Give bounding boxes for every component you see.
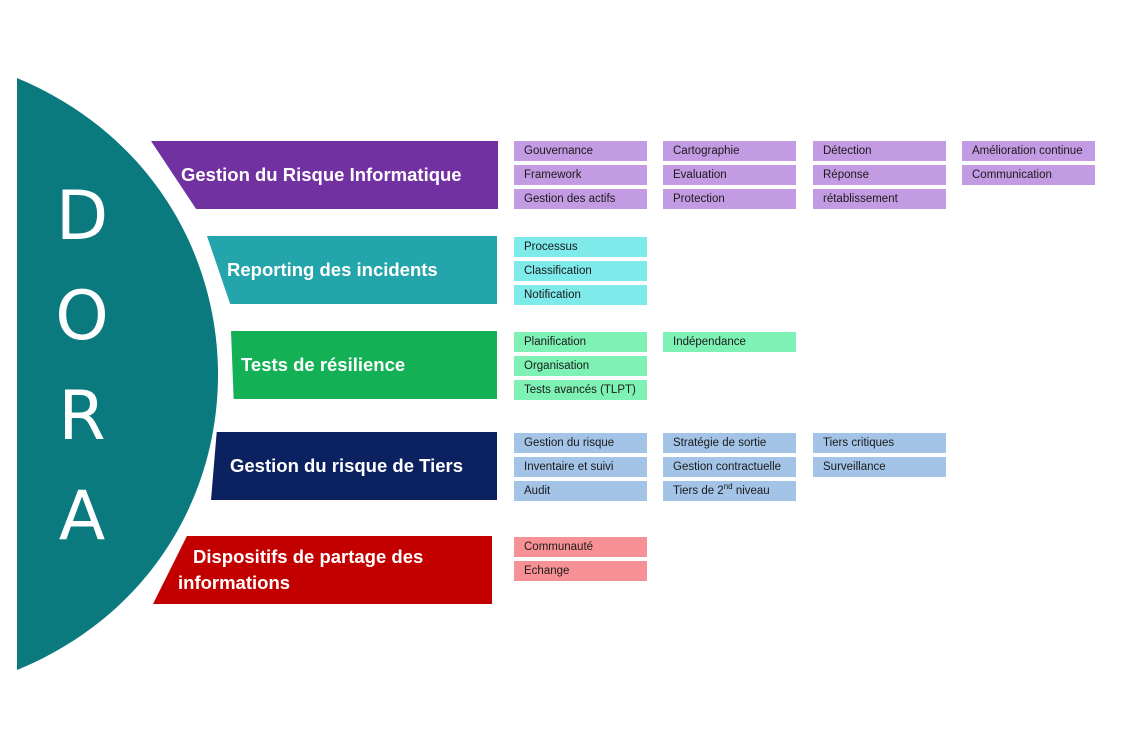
- dora-letter-r: R: [58, 377, 106, 456]
- tag-gestion-contractuelle: Gestion contractuelle: [663, 457, 796, 477]
- tag-framework: Framework: [514, 165, 647, 185]
- tag-planification: Planification: [514, 332, 647, 352]
- tag-audit: Audit: [514, 481, 647, 501]
- dora-letter-d: D: [55, 177, 109, 256]
- tag-independance: Indépendance: [663, 332, 796, 352]
- tag-protection: Protection: [663, 189, 796, 209]
- tag-tiers-2nd-niveau: Tiers de 2nd niveau: [663, 481, 796, 501]
- tag-cartographie: Cartographie: [663, 141, 796, 161]
- tag-evaluation: Evaluation: [663, 165, 796, 185]
- tag-echange: Echange: [514, 561, 647, 581]
- dora-letter-a: A: [58, 477, 106, 556]
- tag-tests-avances: Tests avancés (TLPT): [514, 380, 647, 400]
- tag-gestion-actifs: Gestion des actifs: [514, 189, 647, 209]
- tag-surveillance: Surveillance: [813, 457, 946, 477]
- tag-classification: Classification: [514, 261, 647, 281]
- band-gestion-risque-informatique: Gestion du Risque Informatique: [151, 141, 498, 209]
- band-gestion-risque-tiers: Gestion du risque de Tiers: [211, 432, 497, 500]
- band-dispositifs-partage: Dispositifs de partage des informations: [153, 536, 492, 604]
- tag-notification: Notification: [514, 285, 647, 305]
- band-title: Gestion du risque de Tiers: [230, 455, 464, 476]
- tag-strategie-sortie: Stratégie de sortie: [663, 433, 796, 453]
- tag-communication: Communication: [962, 165, 1095, 185]
- tag-tiers-level-prefix: Tiers de 2: [673, 485, 724, 497]
- tag-processus: Processus: [514, 237, 647, 257]
- band-title-line2: informations: [178, 572, 291, 593]
- tag-tiers-level-sup: nd: [723, 482, 733, 492]
- tag-gouvernance: Gouvernance: [514, 141, 647, 161]
- tag-tiers-critiques: Tiers critiques: [813, 433, 946, 453]
- band-title: Reporting des incidents: [227, 259, 438, 280]
- band-title: Gestion du Risque Informatique: [181, 164, 462, 185]
- band-title-line1: Dispositifs de partage des: [193, 546, 424, 567]
- dora-letter-o: O: [55, 277, 109, 356]
- tag-retablissement: rétablissement: [813, 189, 946, 209]
- band-title: Tests de résilience: [241, 354, 406, 375]
- tag-detection: Détection: [813, 141, 946, 161]
- tag-amelioration-continue: Amélioration continue: [962, 141, 1095, 161]
- tag-reponse: Réponse: [813, 165, 946, 185]
- tag-gestion-du-risque: Gestion du risque: [514, 433, 647, 453]
- tag-organisation: Organisation: [514, 356, 647, 376]
- tag-communaute: Communauté: [514, 537, 647, 557]
- band-tests-resilience: Tests de résilience: [231, 331, 497, 399]
- tag-inventaire-suivi: Inventaire et suivi: [514, 457, 647, 477]
- tag-tiers-level-suffix: niveau: [732, 485, 770, 497]
- band-reporting-incidents: Reporting des incidents: [207, 236, 497, 304]
